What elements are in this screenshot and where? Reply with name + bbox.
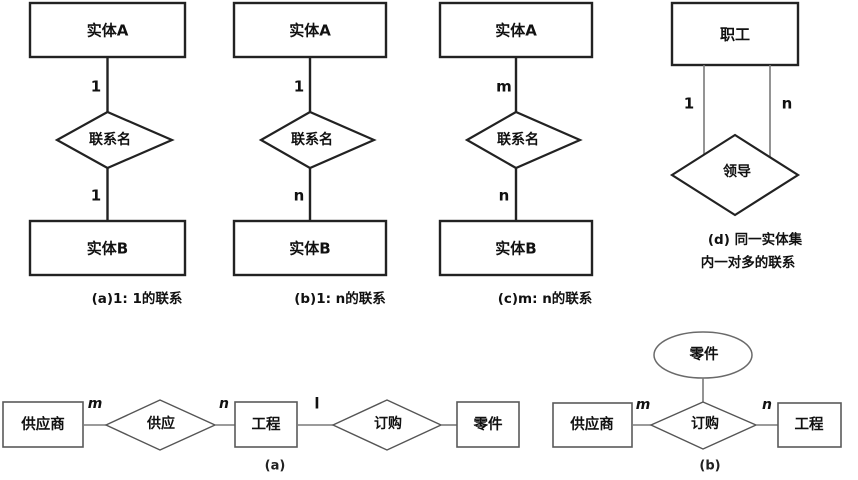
entity-box-project — [234, 401, 298, 448]
entity-project-label: 工程 — [795, 416, 824, 433]
relationship-label: 领导 — [723, 163, 751, 180]
cardinality-top: m — [496, 78, 512, 96]
entity-bottom-label: 实体B — [289, 240, 330, 258]
cardinality-supply-project: n — [219, 396, 229, 412]
relationship-supply-label: 供应 — [146, 415, 175, 432]
panel-caption: (a)1: 1的联系 — [92, 290, 183, 307]
relationship-order-label: 订购 — [691, 415, 719, 432]
entity-box-bottom — [438, 219, 594, 277]
entity-top-label: 实体A — [495, 22, 537, 40]
diagram-caption: (b) — [699, 459, 720, 474]
panel-caption-line2: 内一对多的联系 — [701, 254, 796, 271]
cardinality-supplier-order: m — [636, 397, 651, 413]
entity-box-part — [456, 401, 520, 448]
cardinality-bottom: n — [294, 187, 305, 205]
panel-a: 实体A 1 联系名 1 实体B (a)1: 1的联系 — [28, 1, 187, 307]
relationship-diamond — [258, 110, 377, 170]
panel-caption: (b)1: n的联系 — [294, 290, 386, 307]
attribute-part-label: 零件 — [689, 345, 719, 363]
entity-project-label: 工程 — [252, 416, 281, 433]
entity-top-label: 实体A — [289, 22, 331, 40]
bottom-left-diagram: 供应商 m 供应 n 工程 l 订购 零件 (a) — [2, 395, 520, 474]
cardinality-bottom: n — [499, 187, 510, 205]
panel-b: 实体A 1 联系名 n 实体B (b)1: n的联系 — [232, 1, 388, 307]
entity-label: 职工 — [720, 26, 750, 44]
diagram-caption: (a) — [265, 459, 286, 474]
entity-box-bottom — [28, 219, 187, 277]
entity-part-label: 零件 — [473, 415, 503, 433]
relationship-label: 联系名 — [497, 131, 539, 148]
relationship-order-label: 订购 — [374, 415, 402, 432]
panel-caption-line1: (d) 同一实体集 — [708, 231, 803, 248]
entity-box-top — [28, 1, 187, 59]
entity-bottom-label: 实体B — [87, 240, 128, 258]
entity-box-bottom — [232, 219, 388, 277]
panel-c: 实体A m 联系名 n 实体B (c)m: n的联系 — [438, 1, 594, 307]
cardinality-left: 1 — [684, 95, 694, 113]
cardinality-order-project: n — [762, 397, 772, 413]
entity-top-label: 实体A — [87, 22, 129, 40]
entity-bottom-label: 实体B — [495, 240, 536, 258]
bottom-right-diagram: 零件 供应商 m 订购 n 工程 (b) — [552, 331, 842, 474]
panel-caption: (c)m: n的联系 — [498, 290, 593, 307]
entity-box-top — [232, 1, 388, 59]
relationship-label: 联系名 — [291, 131, 333, 148]
cardinality-supplier-supply: m — [88, 396, 103, 412]
entity-box-supplier — [552, 402, 633, 448]
cardinality-project-order: l — [314, 395, 319, 413]
cardinality-bottom: 1 — [91, 187, 101, 205]
relationship-label: 联系名 — [89, 131, 131, 148]
cardinality-right: n — [782, 95, 793, 113]
entity-box — [670, 1, 800, 67]
panel-d: 职工 1 n 领导 (d) 同一实体集 内一对多的联系 — [669, 1, 803, 271]
cardinality-top: 1 — [294, 78, 304, 96]
entity-supplier-label: 供应商 — [20, 415, 65, 433]
relationship-diamond — [464, 110, 583, 170]
entity-supplier-label: 供应商 — [569, 415, 614, 433]
relationship-diamond — [669, 133, 801, 217]
entity-box-project — [777, 402, 842, 448]
relationship-diamond — [54, 110, 175, 170]
cardinality-top: 1 — [91, 78, 101, 96]
